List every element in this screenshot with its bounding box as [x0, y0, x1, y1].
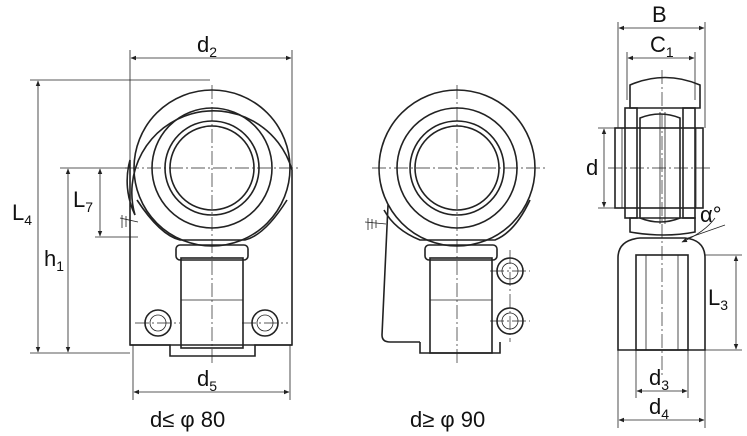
svg-text:L4: L4: [12, 200, 32, 228]
dim-h1: h1: [44, 167, 130, 353]
dim-L4: L4: [12, 79, 210, 354]
svg-text:d4: d4: [649, 394, 669, 422]
svg-text:C1: C1: [650, 32, 674, 60]
svg-text:L3: L3: [708, 285, 728, 313]
dim-C1: C1: [626, 32, 696, 100]
middle-view-caption: d≥ φ 90: [410, 407, 485, 432]
dim-d5: d5: [132, 345, 291, 400]
svg-text:d: d: [586, 155, 598, 180]
dim-L3: L3: [705, 254, 742, 351]
svg-text:d5: d5: [197, 366, 217, 394]
svg-text:d2: d2: [197, 32, 217, 60]
middle-view: [364, 85, 545, 365]
svg-text:h1: h1: [44, 246, 64, 274]
dim-d4: d4: [617, 350, 706, 428]
dim-d: d: [586, 127, 630, 209]
left-view: [119, 85, 300, 365]
svg-text:L7: L7: [73, 187, 93, 215]
dim-alpha: α°: [681, 202, 726, 243]
dim-d2: d2: [129, 32, 293, 170]
dim-d3: d3: [635, 350, 689, 398]
svg-text:B: B: [652, 2, 667, 27]
right-view-section: [608, 70, 712, 375]
svg-text:α°: α°: [700, 202, 722, 227]
dim-B: B: [617, 2, 706, 128]
svg-text:d3: d3: [649, 365, 669, 393]
left-view-caption: d≤ φ 80: [150, 407, 225, 432]
dim-L7: L7: [73, 168, 138, 238]
